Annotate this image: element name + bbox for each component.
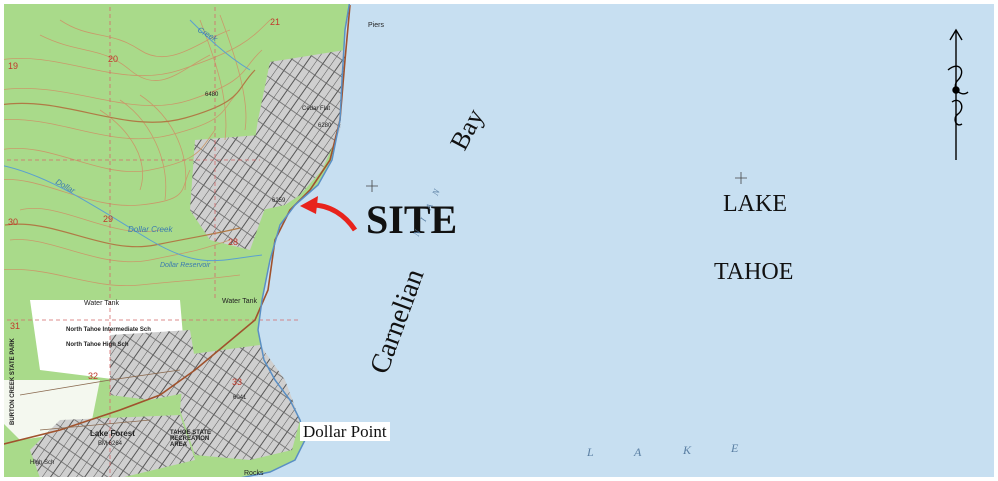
red-arrow-icon <box>300 196 358 232</box>
crosshair-icon <box>735 172 747 184</box>
school-label: North Tahoe High Sch <box>66 342 129 348</box>
elevation-label: 6259 <box>272 198 286 204</box>
dollar-point-label: Dollar Point <box>300 422 390 441</box>
section-lines <box>0 0 300 481</box>
site-label: SITE <box>366 197 458 242</box>
north-arrow-icon <box>947 28 969 160</box>
dollar-reservoir-label: Dollar Reservoir <box>160 262 211 269</box>
lake-letter: L <box>587 445 594 459</box>
elevation-label: 6041 <box>233 395 247 401</box>
lake-letter: K <box>683 443 692 457</box>
section-number: 33 <box>232 377 243 387</box>
lake-label: LAKE <box>723 191 787 217</box>
recreation-area-label: TAHOE STATE RECREATION AREA <box>170 430 211 448</box>
crosshair-icon <box>366 180 378 192</box>
section-number: 32 <box>88 371 99 381</box>
elevation-label: 6480 <box>205 92 219 98</box>
creek-lines <box>0 19 263 262</box>
section-number: 29 <box>103 214 114 224</box>
elevation-label: 6280 <box>318 123 332 129</box>
elevation-label: BM 6264 <box>98 441 123 447</box>
contour-lines <box>0 14 271 287</box>
lake-letter: E <box>731 441 739 455</box>
section-number: 30 <box>8 217 19 227</box>
school-label: North Tahoe Intermediate Sch <box>66 327 151 333</box>
lake-letter: A <box>634 445 642 459</box>
water-tank-label: Water Tank <box>222 298 258 305</box>
lake-forest-label: Lake Forest <box>90 429 135 438</box>
road-lines-secondary <box>19 369 181 431</box>
section-number: 19 <box>8 61 19 71</box>
section-number: 21 <box>270 17 281 27</box>
piers-label: Piers <box>368 22 384 29</box>
rocks-label: Rocks <box>244 470 264 477</box>
dollar-creek-label: Dollar Creek <box>128 225 173 234</box>
section-number: 31 <box>10 321 21 331</box>
cedar-flat-label: Cedar Flat <box>302 106 331 112</box>
school-label: High Sch <box>30 460 55 466</box>
section-number: 20 <box>108 54 119 64</box>
water-tank-label: Water Tank <box>84 300 120 307</box>
park-label: BURTON CREEK STATE PARK <box>10 338 16 425</box>
tahoe-label: TAHOE <box>714 259 794 285</box>
section-number: 28 <box>228 237 239 247</box>
